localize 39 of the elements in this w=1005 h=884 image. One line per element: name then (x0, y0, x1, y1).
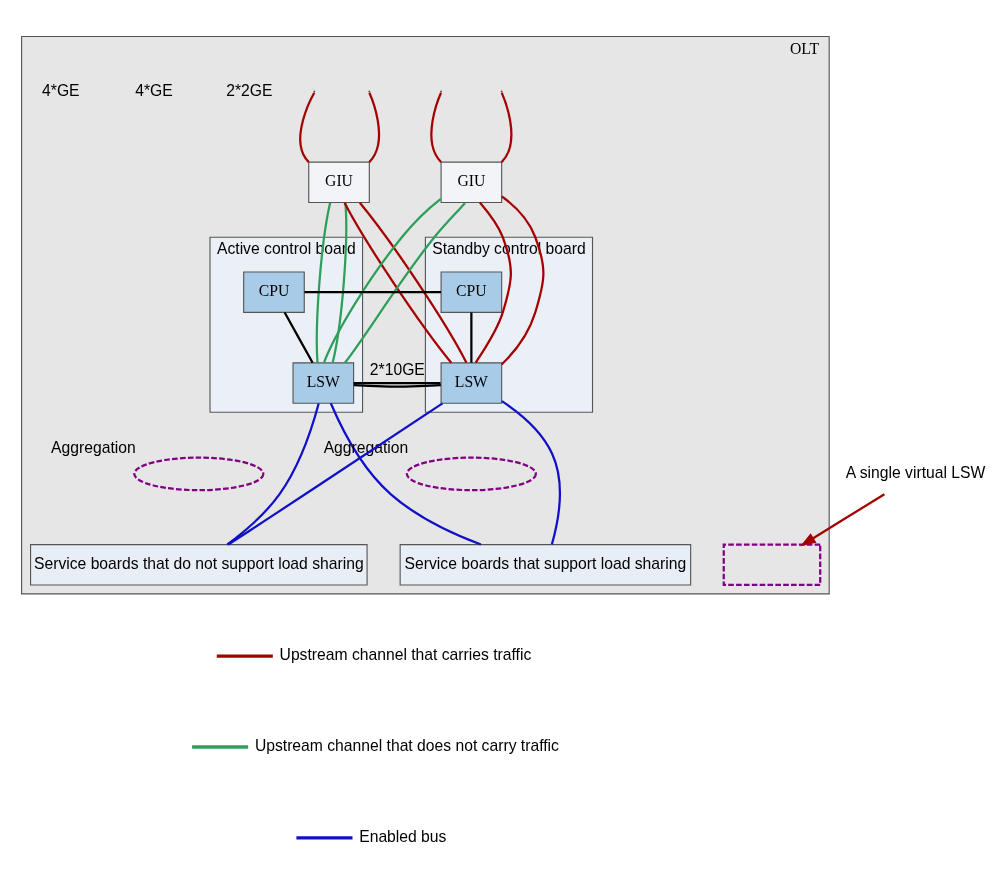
node-box: GIU (440, 161, 503, 203)
legend-label: Upstream channel that does not carry traffic (254, 736, 559, 754)
connector (474, 201, 512, 363)
node-box: CPU (440, 270, 503, 313)
node-box: CPU (243, 270, 305, 313)
connector (368, 91, 381, 163)
node-box: Service boards that do not support load sharing (30, 543, 368, 585)
arrow (800, 492, 885, 546)
label: 4*GE (42, 81, 80, 99)
connector (283, 311, 314, 363)
legend-label: Upstream channel that carries traffic (279, 645, 532, 663)
connector (353, 383, 441, 388)
connector (226, 402, 320, 545)
connector (353, 381, 441, 384)
node-text: A single virtual LSW (845, 463, 986, 481)
connector (501, 399, 561, 545)
node-box: GIU (308, 161, 370, 203)
connector (315, 202, 332, 363)
node-box (722, 542, 822, 586)
node-label: Aggregation (51, 438, 136, 456)
label: 2*2GE (226, 81, 273, 99)
connector (299, 91, 316, 163)
node-box: LSW (292, 361, 355, 404)
edge-label: 2*10GE (369, 360, 425, 378)
connector (227, 401, 444, 545)
node-box: LSW (440, 361, 503, 404)
node-ellipse (405, 456, 537, 491)
connector (500, 91, 513, 163)
node-ellipse (133, 456, 265, 491)
label: 4*GE (135, 81, 173, 99)
connector (500, 195, 545, 365)
connector (322, 197, 442, 363)
connector (470, 312, 473, 363)
connector (331, 202, 348, 363)
legend-label: Enabled bus (359, 827, 447, 845)
connector (304, 290, 442, 293)
connector (329, 402, 482, 546)
connector (430, 91, 443, 163)
node-box: Service boards that support load sharing (399, 543, 692, 585)
